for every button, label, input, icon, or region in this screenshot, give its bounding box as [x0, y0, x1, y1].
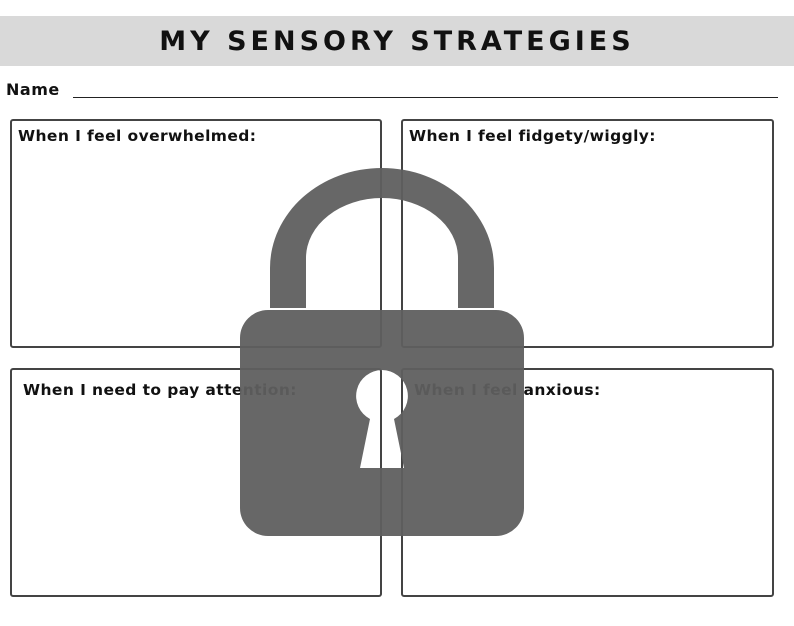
box-label: When I feel anxious:: [414, 381, 601, 399]
box-pay-attention[interactable]: When I need to pay attention:: [10, 368, 382, 597]
box-label: When I feel fidgety/wiggly:: [409, 127, 656, 145]
box-label: When I need to pay attention:: [23, 381, 297, 399]
name-field[interactable]: [73, 97, 778, 98]
box-anxious[interactable]: When I feel anxious:: [401, 368, 774, 597]
name-label: Name: [6, 80, 60, 99]
page-title: MY SENSORY STRATEGIES: [159, 25, 635, 57]
title-bar: MY SENSORY STRATEGIES: [0, 16, 794, 66]
name-row: Name: [6, 80, 778, 102]
box-label: When I feel overwhelmed:: [18, 127, 257, 145]
box-fidgety[interactable]: When I feel fidgety/wiggly:: [401, 119, 774, 348]
box-overwhelmed[interactable]: When I feel overwhelmed:: [10, 119, 382, 348]
